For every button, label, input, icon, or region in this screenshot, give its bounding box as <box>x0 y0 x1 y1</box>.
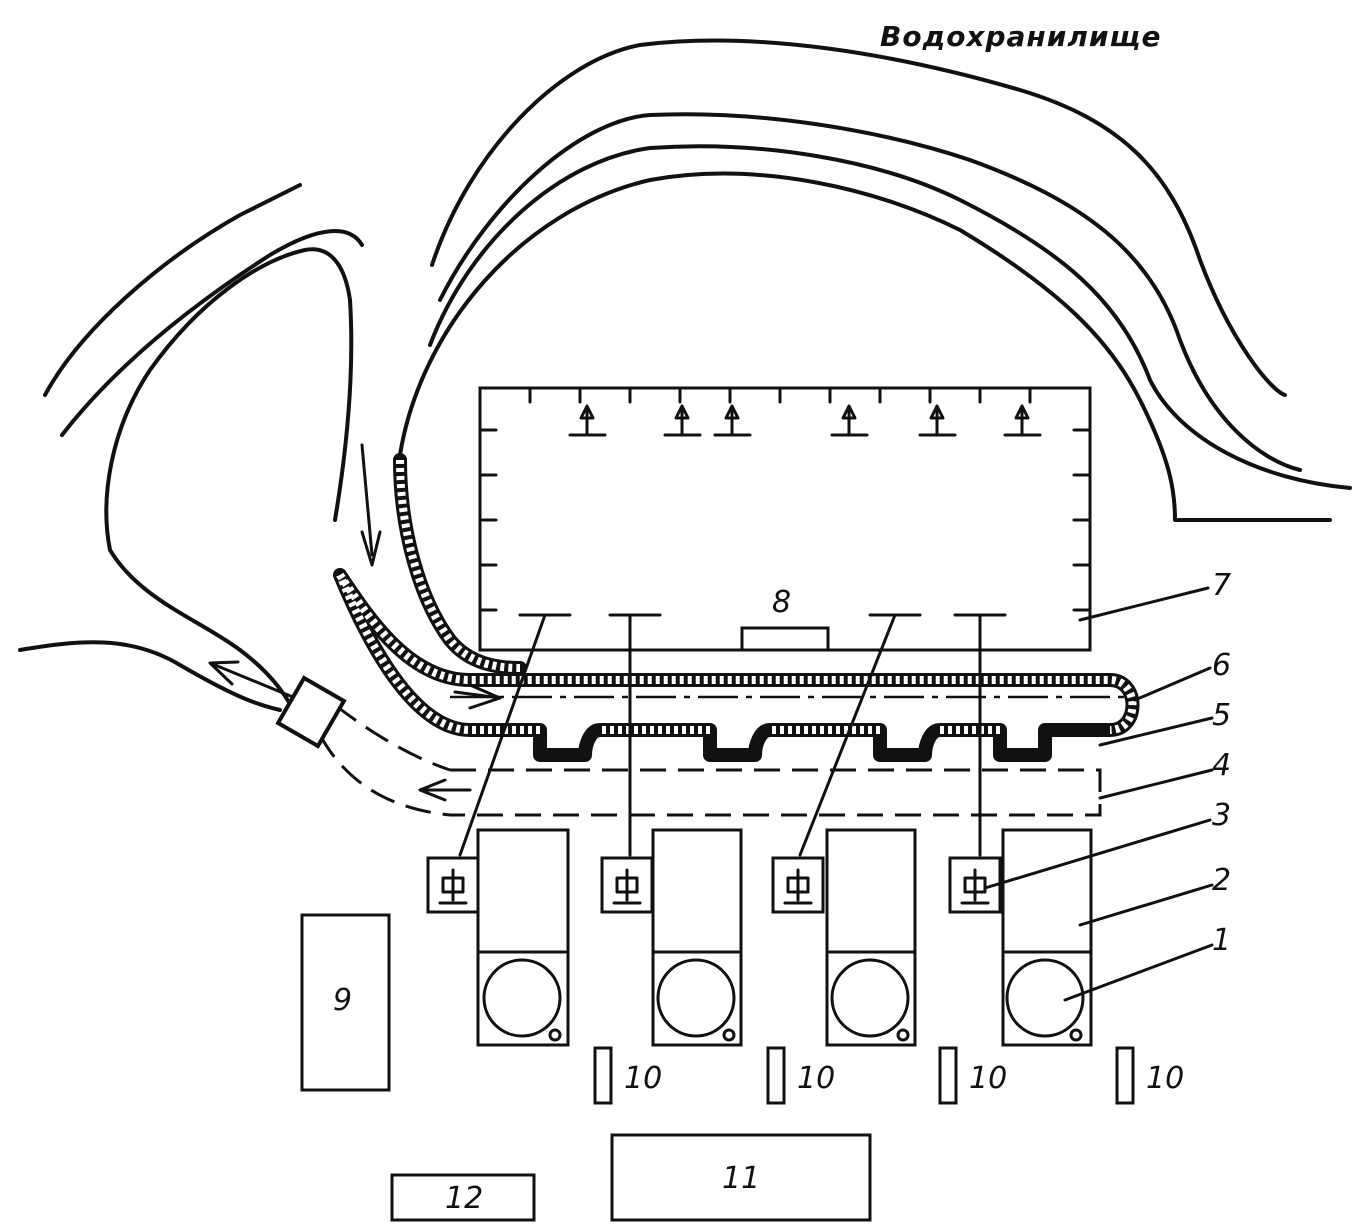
unit-1 <box>426 828 570 1047</box>
unit-4 <box>948 828 1093 1047</box>
label-8: 8 <box>772 585 791 620</box>
label-2: 2 <box>1212 863 1231 898</box>
river <box>18 183 364 722</box>
label-6: 6 <box>1212 648 1231 683</box>
building-7-tree-symbols <box>568 404 1042 437</box>
label-10-d: 10 <box>1146 1061 1184 1096</box>
label-9: 9 <box>333 983 352 1018</box>
reservoir-label: Водохранилище <box>880 20 1161 53</box>
cables <box>458 613 982 857</box>
label-5: 5 <box>1212 698 1231 733</box>
pipeline <box>333 453 1140 762</box>
element-8-box <box>740 626 830 652</box>
label-11: 11 <box>722 1161 760 1196</box>
building-12 <box>390 1173 536 1222</box>
building-7-outline <box>478 386 1092 652</box>
label-12: 12 <box>445 1181 483 1216</box>
label-1: 1 <box>1212 923 1231 958</box>
label-7: 7 <box>1212 568 1231 603</box>
gate-valve <box>275 675 347 749</box>
boxes-10 <box>593 1046 1135 1105</box>
label-4: 4 <box>1212 748 1231 783</box>
building-11 <box>610 1133 872 1222</box>
label-3: 3 <box>1212 798 1231 833</box>
label-10-a: 10 <box>624 1061 662 1096</box>
unit-3 <box>771 828 917 1047</box>
reservoir-shoreline <box>398 38 1352 522</box>
unit-2 <box>600 828 743 1047</box>
leader-lines <box>983 586 1214 1002</box>
label-10-b: 10 <box>797 1061 835 1096</box>
building-9 <box>300 913 391 1092</box>
channel-4 <box>275 675 1102 817</box>
flow-arrows <box>208 443 502 802</box>
label-10-c: 10 <box>969 1061 1007 1096</box>
